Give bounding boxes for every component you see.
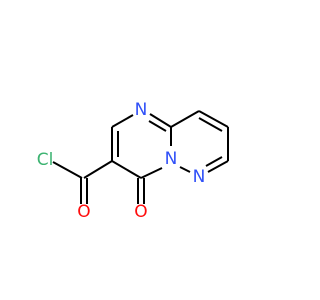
atom-cl: Cl	[37, 150, 54, 170]
atom-o-ring: O	[134, 202, 147, 222]
bond-n-n5	[179, 166, 191, 173]
bond-layer	[52, 110, 229, 204]
atom-n-bridge: N	[165, 149, 178, 169]
bond-c4-c3	[111, 160, 142, 179]
bond-c8a-c8	[170, 110, 200, 128]
bond-n1-c8a	[149, 113, 172, 128]
bond-c-c3	[83, 160, 113, 179]
bond-n5-c4	[140, 167, 163, 179]
bond-c8-c7-inner	[198, 117, 223, 132]
bond-c8-c7	[198, 110, 229, 128]
bond-c6-n-inner	[205, 156, 223, 167]
atom-n-top: N	[135, 100, 148, 120]
structure-canvas: Cl O O N N N	[37, 100, 229, 222]
bond-cl-c	[52, 161, 83, 179]
atom-n-right: N	[193, 167, 206, 187]
bond-c2-n1	[111, 114, 134, 128]
atom-layer: Cl O O N N N	[37, 100, 206, 222]
molecule-diagram: Cl O O N N N	[36, 100, 229, 222]
bond-n1-c8a-inner	[148, 120, 167, 132]
bond-c6-n	[207, 160, 229, 173]
atom-o-acyl: O	[77, 202, 90, 222]
